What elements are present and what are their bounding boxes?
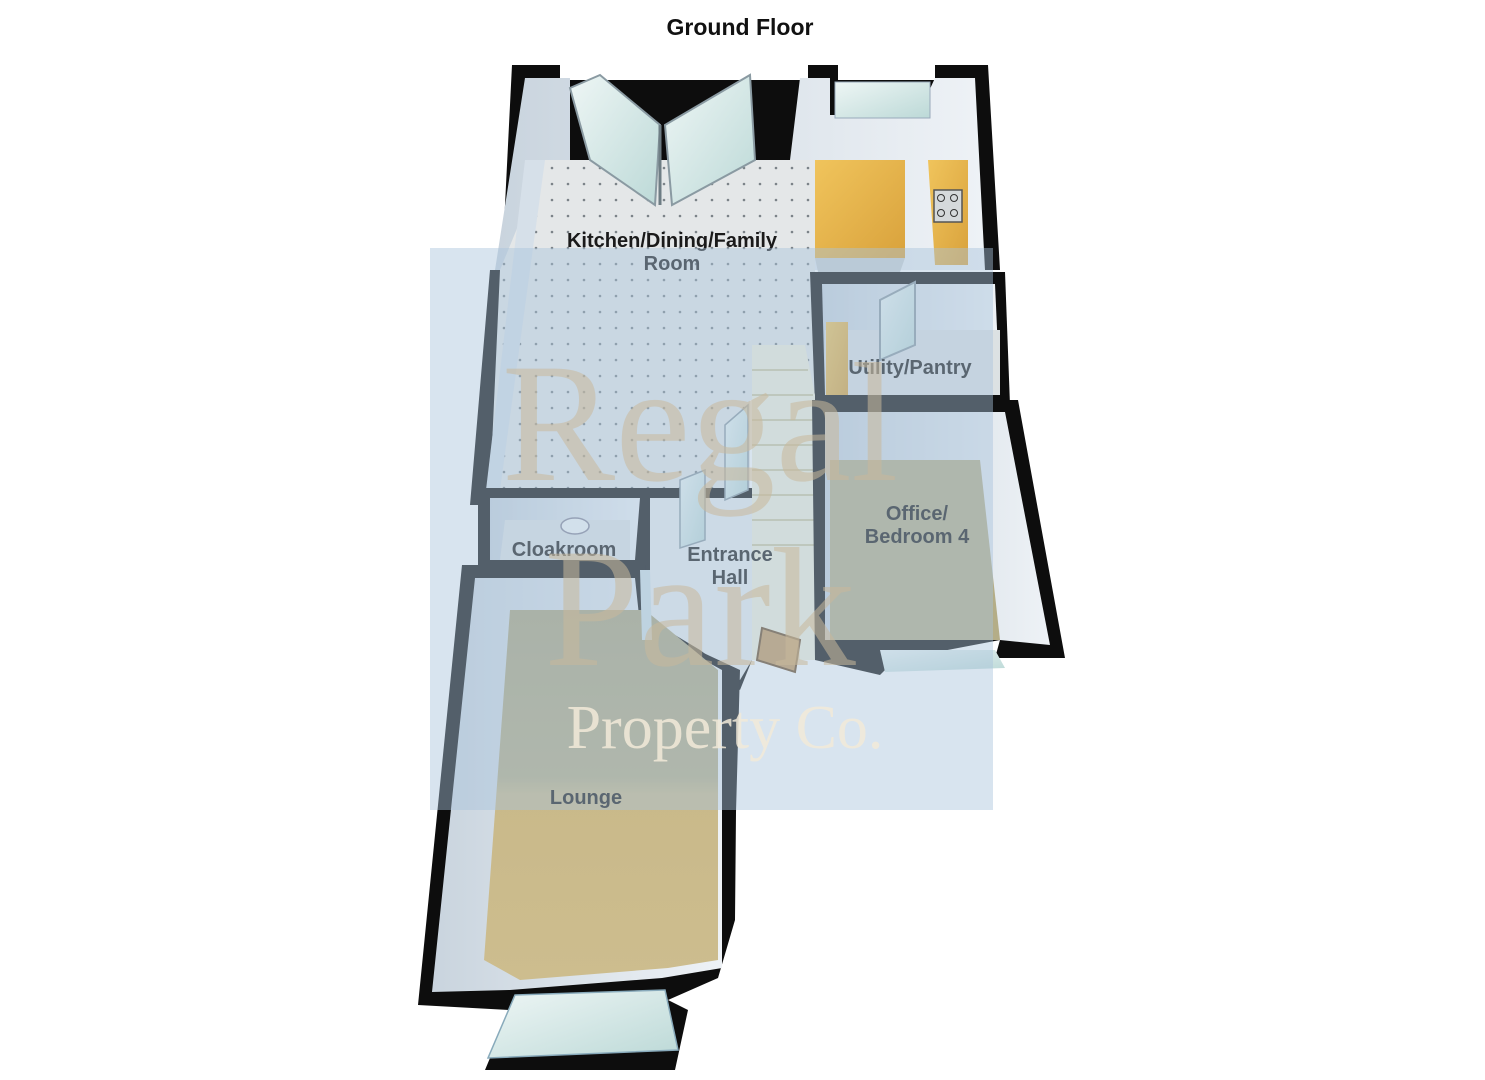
kitchen-label-2: Room — [644, 253, 701, 275]
lounge-room: Lounge — [418, 565, 740, 1070]
front-door[interactable] — [755, 626, 802, 674]
kitchen-tile-floor — [490, 160, 815, 490]
staircase — [752, 345, 815, 660]
entrance-label-1: Entrance — [687, 544, 773, 566]
utility-label: Utility/Pantry — [848, 357, 972, 379]
cloakroom-room: Cloakroom — [478, 488, 650, 570]
office-carpet — [830, 460, 1000, 640]
hob-icon — [933, 189, 963, 223]
watermark-line-1: Regal — [502, 329, 899, 517]
kitchen-dining-family-room: Kitchen/Dining/Family Room — [470, 65, 1000, 505]
lounge-bay-window — [486, 989, 679, 1059]
utility-pantry-room: Utility/Pantry — [810, 272, 1010, 405]
lounge-door[interactable] — [640, 570, 652, 640]
kitchen-left-wall — [486, 160, 545, 490]
watermark-line-2: Park — [544, 514, 856, 702]
watermark: Regal Park Property Co. — [430, 248, 993, 810]
cloakroom-label: Cloakroom — [512, 539, 616, 561]
office-label-2: Bedroom 4 — [865, 526, 970, 548]
kitchen-window — [834, 81, 931, 119]
bifold-doors[interactable] — [568, 73, 757, 207]
basin-icon — [560, 517, 590, 535]
kitchen-door[interactable] — [724, 403, 749, 502]
pantry-door[interactable] — [879, 280, 916, 362]
pantry-shelf — [826, 322, 848, 395]
floor-title: Ground Floor — [667, 14, 814, 40]
hall-door[interactable] — [679, 468, 706, 550]
kitchen-worktop — [815, 160, 968, 272]
office-bedroom-4-room: Office/ Bedroom 4 — [812, 400, 1065, 675]
watermark-panel — [430, 248, 993, 810]
watermark-line-3: Property Co. — [567, 694, 884, 762]
office-bay-window — [880, 650, 1005, 672]
entrance-label-2: Hall — [712, 567, 749, 589]
kitchen-label-1: Kitchen/Dining/Family — [567, 230, 778, 252]
lounge-carpet — [484, 610, 718, 980]
lounge-label: Lounge — [550, 787, 622, 809]
office-label-1: Office/ — [886, 503, 949, 525]
